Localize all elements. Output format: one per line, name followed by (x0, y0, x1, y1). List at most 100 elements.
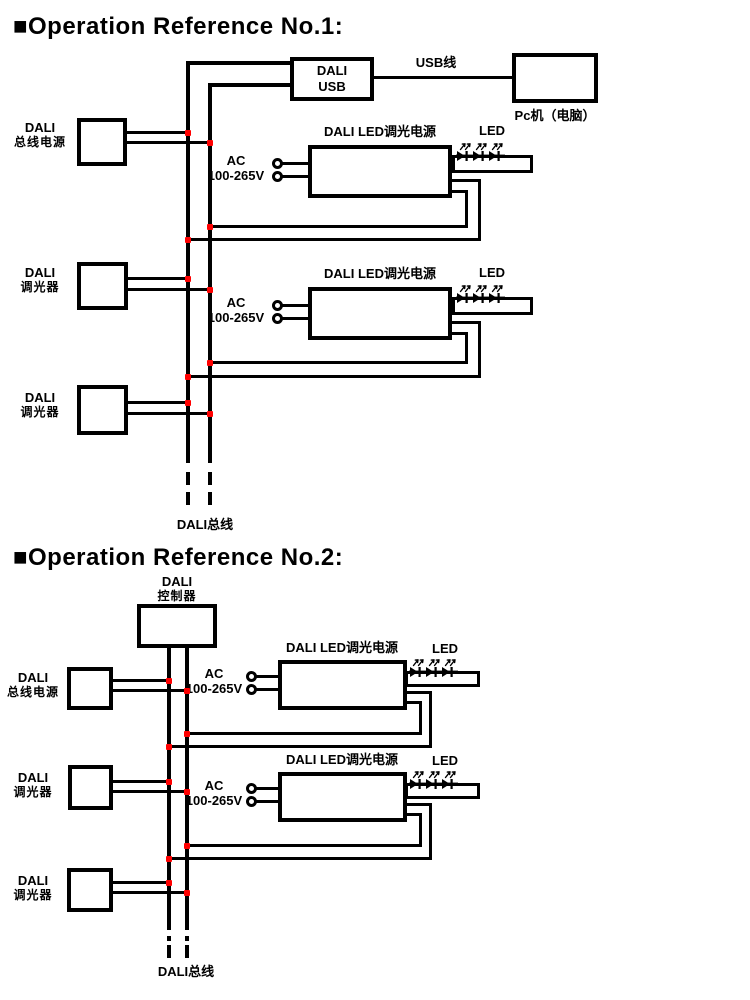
d2-driver2-dali-return2 (185, 844, 422, 847)
d2-bus-right-dash (185, 945, 189, 958)
d2-driver1-led-label: LED (432, 641, 458, 656)
junction-dot (166, 744, 172, 750)
led-diodes-icon (409, 768, 466, 794)
ac-terminal-icon (272, 313, 283, 324)
d1-dimmer2-line1: DALI (24, 390, 56, 405)
d2-controller-box (137, 604, 217, 648)
d1-driver2-label: DALI LED调光电源 (324, 266, 436, 281)
d1-dimmer1-wire2 (128, 288, 212, 291)
d2-dimmer2-wire2 (113, 891, 189, 894)
d1-driver2-dali-stub1 (450, 321, 481, 324)
d2-driver2-dali-stub1 (404, 803, 432, 806)
junction-dot (207, 360, 213, 366)
d1-driver1-dali-drop1 (478, 179, 481, 241)
ac-terminal-icon (272, 171, 283, 182)
junction-dot (185, 400, 191, 406)
d2-bus-left-dash (167, 945, 171, 958)
d1-pc-box (512, 53, 598, 103)
d2-driver1-dali-drop1 (429, 691, 432, 748)
d2-driver1-ac-wire1 (255, 675, 280, 678)
d2-controller-label: DALI 控制器 (145, 574, 209, 603)
d1-bus-line-left (186, 61, 190, 463)
d2-driver1-dali-return1 (167, 745, 432, 748)
d2-driver1-ac-label: AC 100-265V (183, 666, 245, 697)
d1-dimmer2-label: DALI 调光器 (8, 390, 72, 419)
d1-bus-left-dash (186, 492, 190, 505)
junction-dot (185, 237, 191, 243)
led-diodes-icon (456, 282, 513, 308)
d1-driver2-ac-line2: 100-265V (207, 310, 265, 326)
d1-dimmer2-wire1 (128, 401, 190, 404)
d1-driver1-led-label: LED (479, 123, 505, 138)
junction-dot (185, 276, 191, 282)
d2-driver2-ac-line1: AC (204, 778, 224, 793)
d1-bus-right-dash (208, 492, 212, 505)
d1-driver1-ac-wire2 (281, 175, 310, 178)
d1-dali-usb-line2: USB (318, 79, 346, 94)
d1-bus-left-dash (186, 472, 190, 485)
junction-dot (207, 140, 213, 146)
junction-dot (185, 130, 191, 136)
junction-dot (207, 411, 213, 417)
d2-driver2-dali-drop2 (419, 813, 422, 847)
d2-bus-power-line1: DALI (17, 670, 49, 685)
junction-dot (184, 731, 190, 737)
junction-dot (207, 287, 213, 293)
d2-dimmer1-box (68, 765, 113, 810)
d2-driver2-dali-drop1 (429, 803, 432, 860)
d2-driver1-ac-line2: 100-265V (185, 681, 243, 697)
d1-driver1-ac-line1: AC (226, 153, 246, 168)
d2-driver1-dali-stub2 (404, 701, 422, 704)
d1-driver1-label: DALI LED调光电源 (324, 124, 436, 139)
d1-driver2-ac-wire1 (281, 304, 310, 307)
d2-bus-label: DALI总线 (157, 964, 215, 979)
d1-dimmer1-box (77, 262, 128, 310)
d1-bus-power-wire2 (127, 141, 212, 144)
junction-dot (207, 224, 213, 230)
ac-terminal-icon (246, 783, 257, 794)
ac-terminal-icon (246, 671, 257, 682)
d1-bus-right-top-bend (208, 83, 292, 87)
d2-driver2-dali-stub2 (404, 813, 422, 816)
d1-driver1-ac-wire1 (281, 162, 310, 165)
d1-bus-left-top-bend (186, 61, 292, 65)
d2-controller-line2: 控制器 (157, 589, 197, 604)
d2-driver2-dali-return1 (167, 857, 432, 860)
d2-driver2-ac-label: AC 100-265V (183, 778, 245, 809)
diagram2-title: ■Operation Reference No.2: (13, 544, 344, 571)
d2-driver1-ac-wire2 (255, 688, 280, 691)
junction-dot (166, 880, 172, 886)
d2-dimmer1-wire1 (113, 780, 171, 783)
d1-driver1-dali-stub1 (450, 179, 481, 182)
junction-dot (184, 890, 190, 896)
d1-bus-line-right (208, 83, 212, 463)
d2-driver2-ac-wire2 (255, 800, 280, 803)
d1-driver2-dali-return1 (186, 375, 481, 378)
d1-bus-label: DALI总线 (176, 517, 234, 532)
d1-dimmer2-wire2 (128, 412, 212, 415)
d2-bus-right-dash (185, 936, 189, 941)
d2-dimmer2-line1: DALI (17, 873, 49, 888)
d1-driver2-dali-stub2 (450, 332, 468, 335)
d2-driver2-label: DALI LED调光电源 (286, 752, 398, 767)
ac-terminal-icon (272, 300, 283, 311)
junction-dot (166, 678, 172, 684)
d2-dimmer2-line2: 调光器 (13, 888, 53, 903)
d1-dimmer1-line2: 调光器 (20, 280, 60, 295)
d1-driver2-ac-label: AC 100-265V (203, 295, 269, 326)
d1-driver2-led-label: LED (479, 265, 505, 280)
d1-bus-power-line1: DALI (24, 120, 56, 135)
d2-bus-line-right (185, 646, 189, 930)
d1-usb-cable-wire (370, 76, 512, 79)
d1-driver2-dali-drop2 (465, 332, 468, 364)
d2-bus-power-label: DALI 总线电源 (2, 670, 64, 699)
d2-dimmer1-label: DALI 调光器 (2, 770, 64, 799)
d2-driver1-box (278, 660, 407, 710)
d2-dimmer1-line2: 调光器 (13, 785, 53, 800)
d1-dimmer1-label: DALI 调光器 (8, 265, 72, 294)
d1-dimmer2-line2: 调光器 (20, 405, 60, 420)
d2-driver1-label: DALI LED调光电源 (286, 640, 398, 655)
junction-dot (166, 856, 172, 862)
d2-dimmer2-box (67, 868, 113, 912)
d2-bus-power-wire2 (113, 689, 189, 692)
